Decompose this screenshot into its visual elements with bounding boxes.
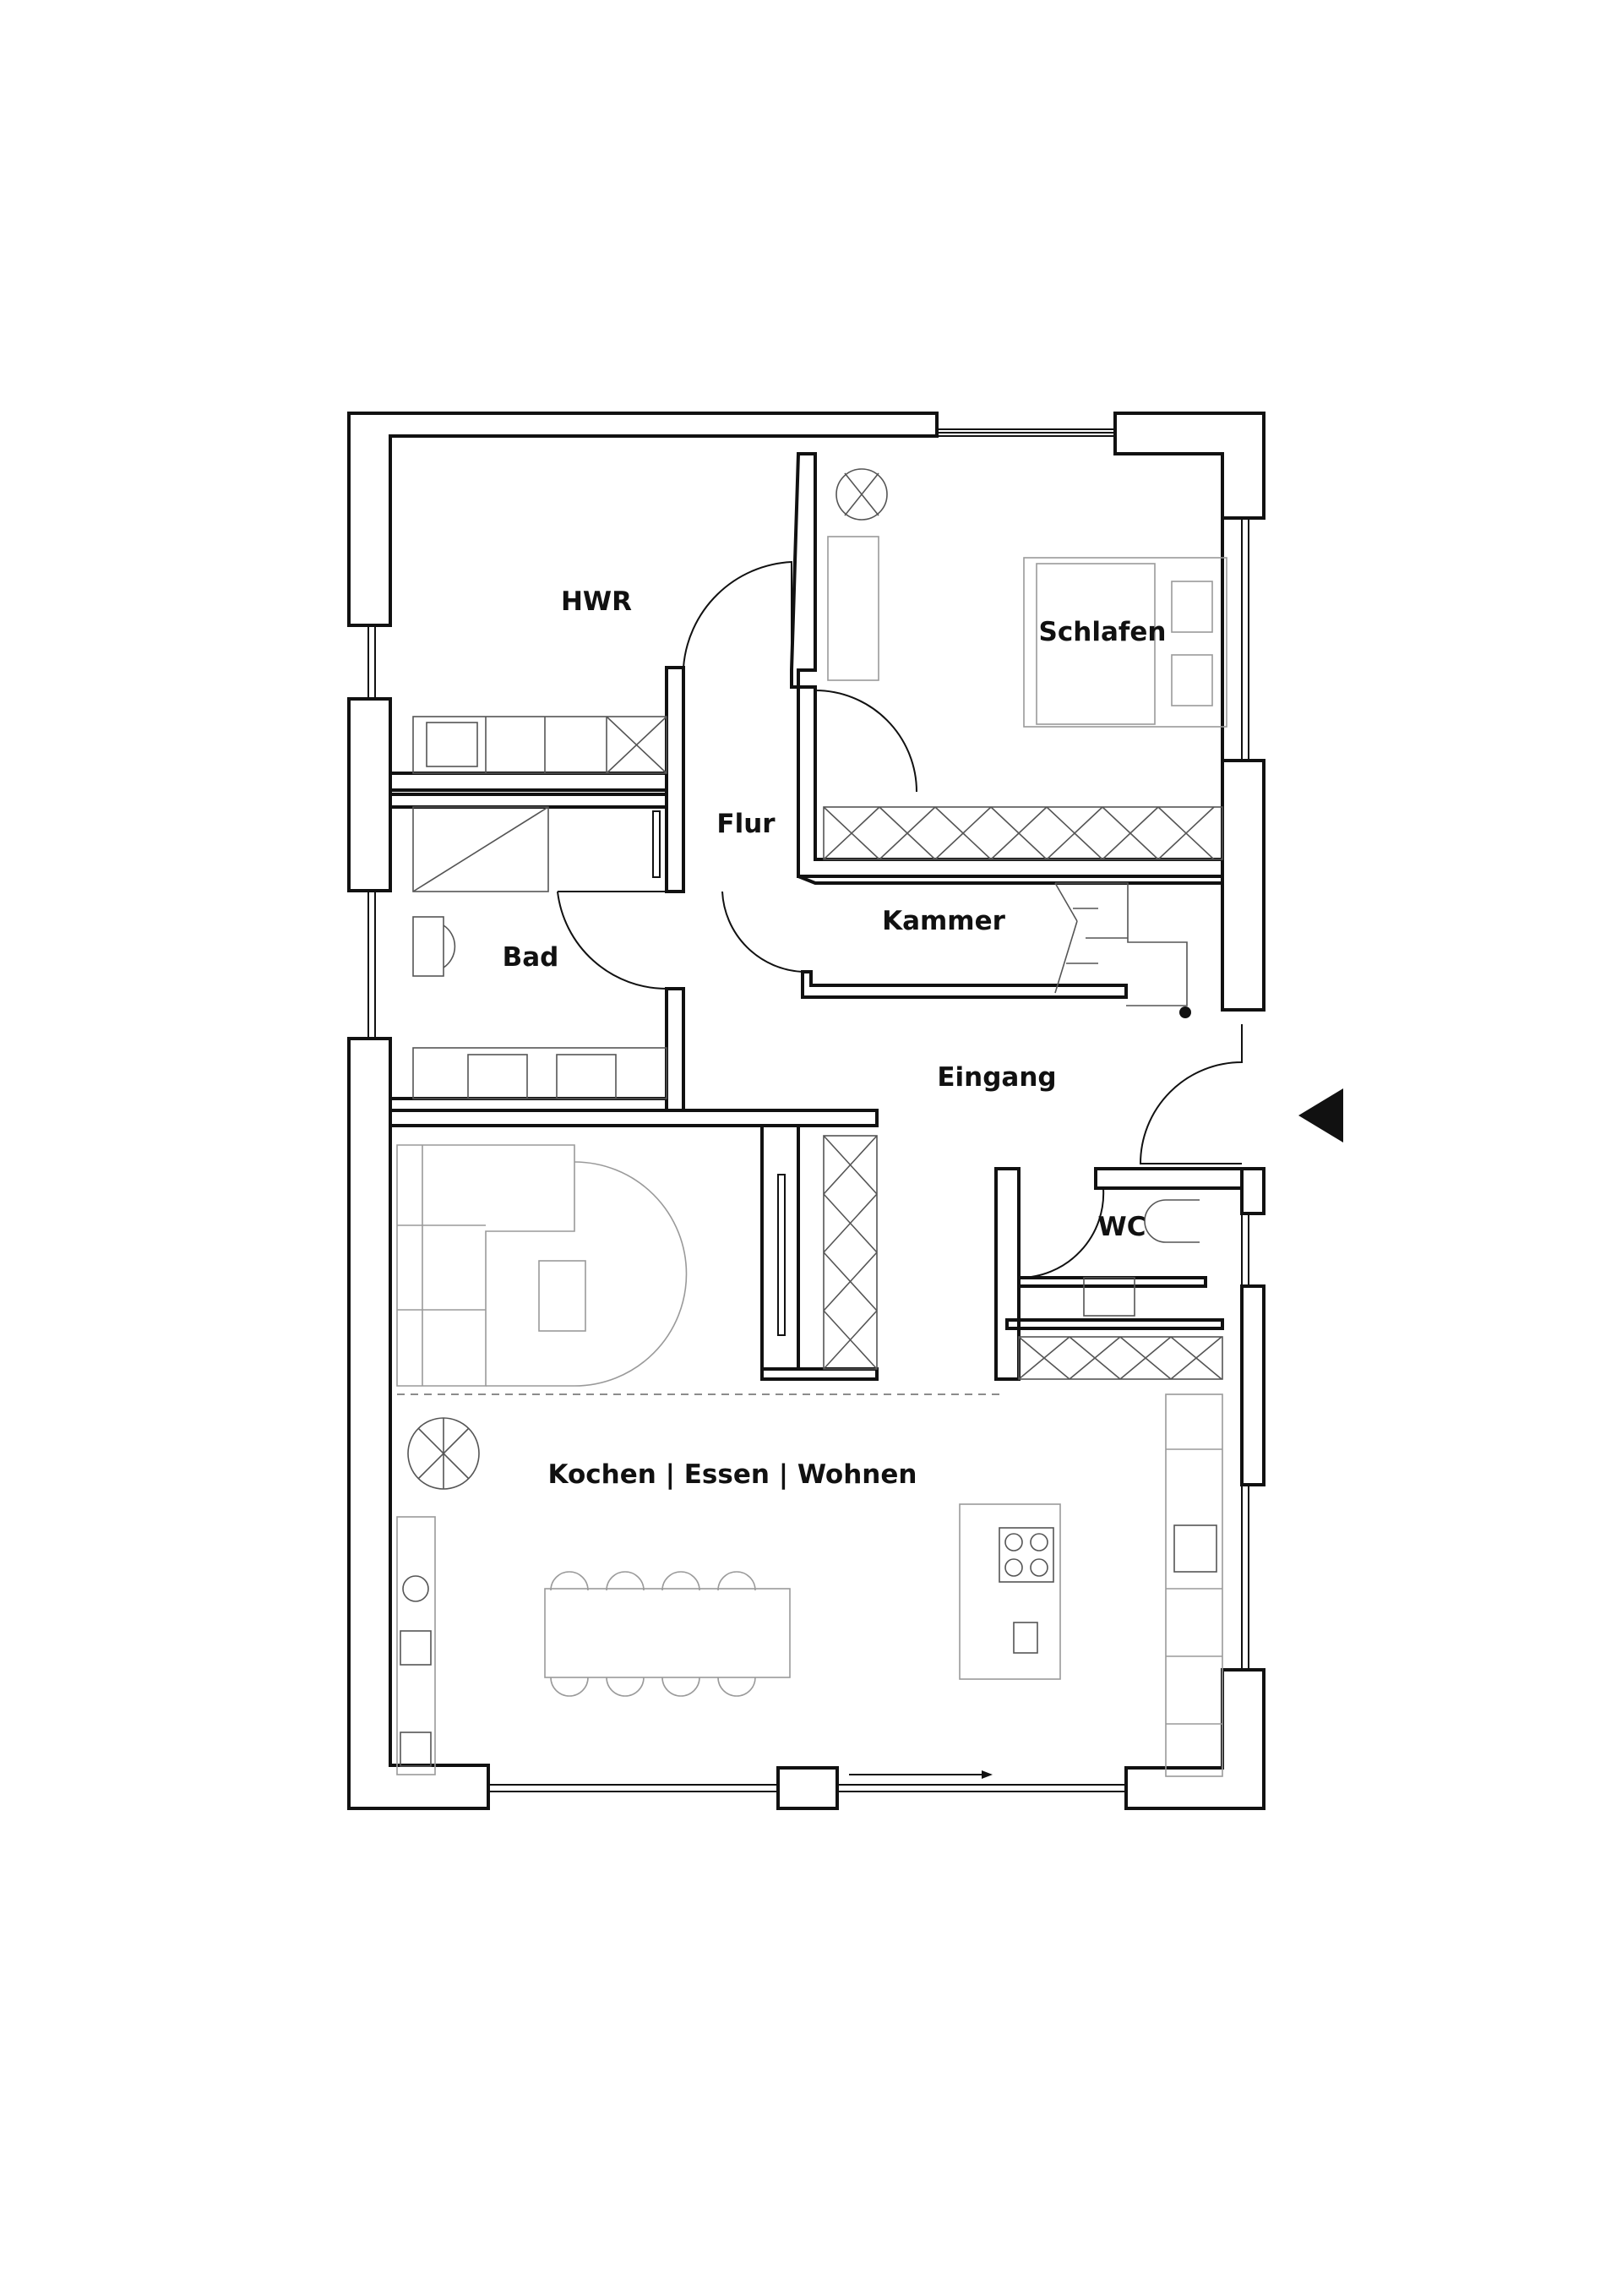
windows [367,428,1249,1792]
room-label-kammer: Kammer [882,906,1006,936]
sink-icon [1083,1277,1135,1317]
doors [557,560,1243,1336]
toilet-icon [1144,1199,1200,1243]
room-labels: HWR Schlafen Flur Kammer Bad Eingang WC … [503,586,1167,1490]
room-label-wohnen: Kochen | Essen | Wohnen [548,1459,917,1490]
room-label-flur: Flur [716,809,776,839]
furniture [396,468,1227,1777]
room-label-wc: WC [1098,1212,1146,1242]
room-label-hwr: HWR [561,586,632,617]
washing-machine-icon [426,722,478,767]
room-label-eingang: Eingang [937,1062,1056,1093]
room-label-bad: Bad [503,942,559,973]
toilet-icon [412,916,444,977]
plant-icon [407,1417,480,1490]
plant-icon [835,468,888,521]
room-label-schlafen: Schlafen [1039,617,1167,647]
entrance-arrow-icon [1298,1088,1343,1143]
stove-icon [999,1527,1054,1583]
